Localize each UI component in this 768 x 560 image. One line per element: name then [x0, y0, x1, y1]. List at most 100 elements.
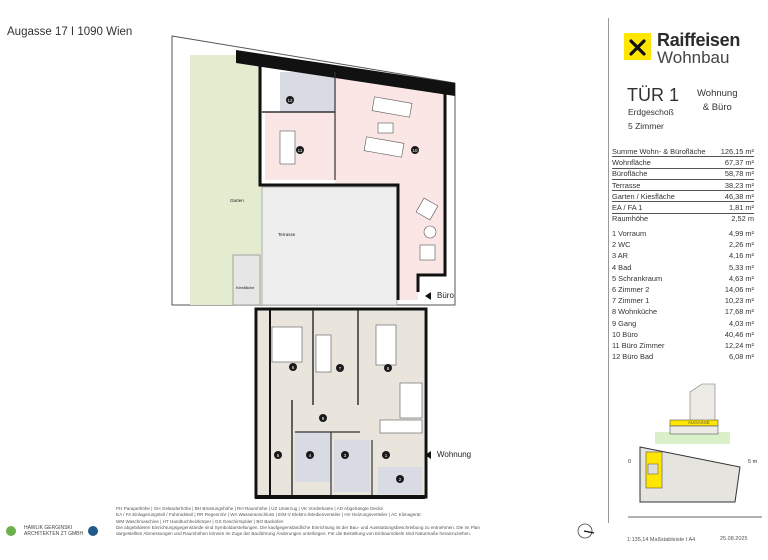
- partner-logo-icon: [88, 526, 98, 536]
- table-row: 9 Gang 4,03 m²: [612, 318, 754, 329]
- room-number: 9: [322, 416, 325, 421]
- row-value: 126,15 m²: [716, 146, 754, 158]
- row-label: 8 Wohnküche: [612, 307, 658, 317]
- room-count: 5 Zimmer: [628, 121, 664, 131]
- row-label: Raumhöhe: [612, 214, 649, 224]
- legend-line: PH Parapethöhe | GH Geländerhöhe | BH Br…: [116, 506, 384, 511]
- room-markers: 1 2 3 4 5 6 7 8 9 10 11 12: [274, 96, 419, 483]
- office-bath-area: [280, 72, 335, 112]
- gravel-label: Kiesfläche: [236, 285, 255, 290]
- arrow-left-icon: [425, 450, 431, 459]
- row-label: 2 WC: [612, 240, 631, 250]
- floor-label: Erdgeschoß: [628, 107, 674, 117]
- room-number: 10: [412, 148, 418, 153]
- terrace-label: Terrasse: [278, 232, 296, 237]
- row-value: 4,63 m²: [728, 273, 754, 283]
- unit-type-line2: & Büro: [702, 102, 732, 113]
- legend-line: Die abgebildeten Einrichtungsgegenstände…: [116, 524, 480, 530]
- row-label: 5 Schrankraum: [612, 273, 663, 283]
- row-value: 4,03 m²: [728, 318, 754, 328]
- table-row: 5 Schrankraum 4,63 m²: [612, 273, 754, 284]
- room-marker-11: 11: [296, 146, 304, 154]
- unit-type: Wohnung & Büro: [697, 87, 738, 115]
- row-label: Garten / Kiesfläche: [612, 190, 717, 203]
- brand-subname: Wohnbau: [657, 48, 730, 67]
- row-value: 38,23 m²: [716, 179, 754, 192]
- legend-text: PH Parapethöhe | GH Geländerhöhe | BH Br…: [116, 506, 536, 537]
- panel-divider: [608, 18, 609, 523]
- row-label: 11 Büro Zimmer: [612, 340, 665, 350]
- office-wall-east: [416, 88, 447, 292]
- row-label: 7 Zimmer 1: [612, 296, 650, 306]
- arrow-left-icon: [425, 291, 431, 300]
- table-row: 7 Zimmer 1 10,23 m²: [612, 295, 754, 306]
- legend-line: EA / FA Einlagerungsteil / Fahrradsteil …: [116, 512, 421, 518]
- room-marker-1: 1: [382, 451, 390, 459]
- room-marker-4: 4: [306, 451, 314, 459]
- table-row: Raumhöhe 2,52 m: [612, 213, 754, 224]
- row-value: 67,37 m²: [716, 156, 754, 169]
- room-number: 4: [309, 453, 312, 458]
- row-value: 40,46 m²: [724, 329, 754, 339]
- table-row: 11 Büro Zimmer 12,24 m²: [612, 340, 754, 351]
- room-number: 6: [292, 365, 295, 370]
- room-marker-7: 7: [336, 364, 344, 372]
- architect-logo-icon: [6, 526, 16, 536]
- scale-end: 5 m: [748, 459, 758, 465]
- garden-label: Garten: [230, 198, 244, 203]
- row-value: 4,16 m²: [728, 251, 754, 261]
- office-entrance-label: Büro: [437, 291, 454, 300]
- room-number: 3: [344, 453, 347, 458]
- office-wall: [258, 64, 400, 300]
- row-label: EA / FA 1: [612, 201, 717, 214]
- row-value: 10,23 m²: [724, 296, 754, 306]
- room-number: 12: [287, 98, 293, 103]
- room-number: 5: [277, 453, 280, 458]
- room-number: 8: [387, 366, 390, 371]
- row-value: 12,24 m²: [724, 340, 754, 350]
- scale-start: 0: [628, 459, 632, 465]
- row-value: 4,99 m²: [728, 229, 754, 239]
- row-label: 6 Zimmer 2: [612, 285, 650, 295]
- street-label: AUGASSE: [688, 420, 710, 425]
- table-row: 8 Wohnküche 17,68 m²: [612, 306, 754, 317]
- room-marker-3: 3: [341, 451, 349, 459]
- scale-text: 1:135,14 Maßstableiste I A4: [627, 537, 696, 543]
- row-label: Summe Wohn- & Bürofläche: [612, 146, 717, 158]
- row-label: 9 Gang: [612, 318, 637, 328]
- architect-name: HAWLIK GERGINSKI ARCHITEKTEN ZT GMBH: [24, 525, 83, 537]
- brand-name: Raiffeisen: [657, 30, 741, 50]
- storage-area: [334, 440, 370, 492]
- room-marker-5: 5: [274, 451, 282, 459]
- room-marker-6: 6: [289, 363, 297, 371]
- terrace-area: [261, 186, 398, 306]
- legend-line: WM Waschmaschine | HT Handtuchheizkörper…: [116, 518, 284, 524]
- site-diagram: [628, 383, 762, 518]
- row-label: Bürofläche: [612, 168, 717, 180]
- row-value: 58,78 m²: [716, 168, 754, 180]
- row-label: 4 Bad: [612, 262, 632, 272]
- room-number: 11: [298, 148, 303, 153]
- row-value: 2,52 m: [731, 214, 754, 224]
- row-value: 17,68 m²: [724, 307, 754, 317]
- row-label: 3 AR: [612, 251, 629, 261]
- row-label: 1 Vorraum: [612, 229, 647, 239]
- legend-line: dargestellten Abmessungen und Raumhöhen …: [116, 531, 471, 537]
- room-marker-9: 9: [319, 414, 327, 422]
- room-number: 7: [339, 366, 342, 371]
- room-marker-10: 10: [411, 146, 419, 154]
- apartment-entrance-label: Wohnung: [437, 450, 472, 459]
- row-value: 46,38 m²: [716, 190, 754, 203]
- floor-plan: 1 2 3 4 5 6 7 8 9 10 11 12: [6, 35, 595, 539]
- raiffeisen-logo-icon: [624, 33, 651, 60]
